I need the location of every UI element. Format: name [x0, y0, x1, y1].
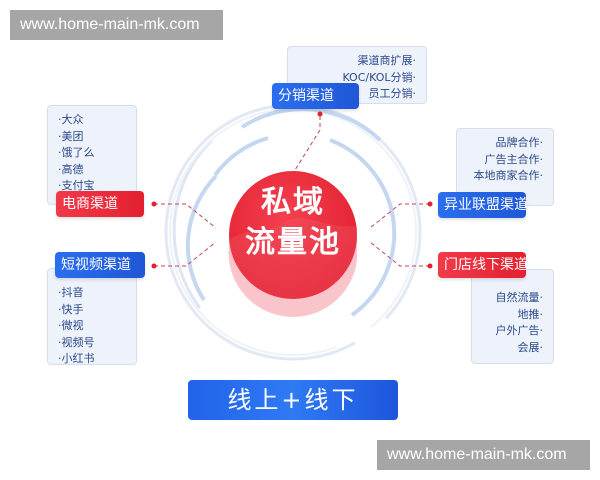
center-wave — [228, 218, 357, 317]
short-video-channel-tag[interactable]: 短视频渠道 — [55, 252, 145, 278]
list-item: 自然流量· — [495, 291, 544, 304]
center-title-line2: 流量池 — [245, 225, 341, 260]
list-item: ·高德 — [58, 162, 84, 176]
inner-ring — [185, 107, 397, 317]
list-item: ·饿了么 — [58, 146, 95, 159]
connector-dots — [151, 111, 433, 269]
list-item: ·视频号 — [58, 335, 95, 349]
outer-ring — [164, 103, 422, 361]
center-title-line1: 私域 — [261, 185, 325, 220]
offline-store-channel-tag[interactable]: 门店线下渠道 — [438, 252, 528, 278]
list-item: 品牌合作· — [495, 136, 544, 149]
list-item: ·大众 — [58, 113, 84, 126]
short-video-items-card: ·抖音 ·快手 ·微视 ·视频号 ·小红书 — [47, 268, 137, 365]
list-item: KOC/KOL分销· — [342, 70, 416, 84]
list-item: 广告主合作· — [484, 152, 544, 166]
list-item: 地推· — [517, 307, 544, 321]
ecommerce-items-card: ·大众 ·美团 ·饿了么 ·高德 ·支付宝 — [47, 105, 137, 205]
list-item: ·微视 — [58, 319, 84, 332]
list-item: 渠道商扩展· — [357, 54, 417, 67]
distribution-channel-tag[interactable]: 分销渠道 — [272, 83, 359, 109]
offline-store-items-card: 自然流量· 地推· 户外广告· 会展· — [471, 269, 554, 364]
list-item: ·小红书 — [58, 352, 95, 365]
connectors — [154, 116, 430, 267]
list-item: 员工分销· — [368, 87, 417, 100]
alliance-channel-tag[interactable]: 异业联盟渠道 — [438, 192, 528, 218]
list-item: ·美团 — [58, 129, 84, 143]
list-item: 户外广告· — [495, 324, 544, 337]
watermark-bottom: www.home-main-mk.com — [377, 440, 590, 470]
ecommerce-channel-tag[interactable]: 电商渠道 — [56, 191, 144, 217]
list-item: ·抖音 — [58, 286, 84, 299]
center-title: 私域 流量池 — [230, 183, 356, 263]
list-item: 本地商家合作· — [473, 169, 544, 182]
center-circle — [229, 171, 357, 299]
watermark-top: www.home-main-mk.com — [10, 10, 223, 40]
online-offline-button[interactable]: 线上+线下 — [188, 380, 398, 420]
list-item: 会展· — [517, 340, 544, 354]
list-item: ·快手 — [58, 302, 84, 316]
list-item: ·支付宝 — [58, 179, 95, 192]
